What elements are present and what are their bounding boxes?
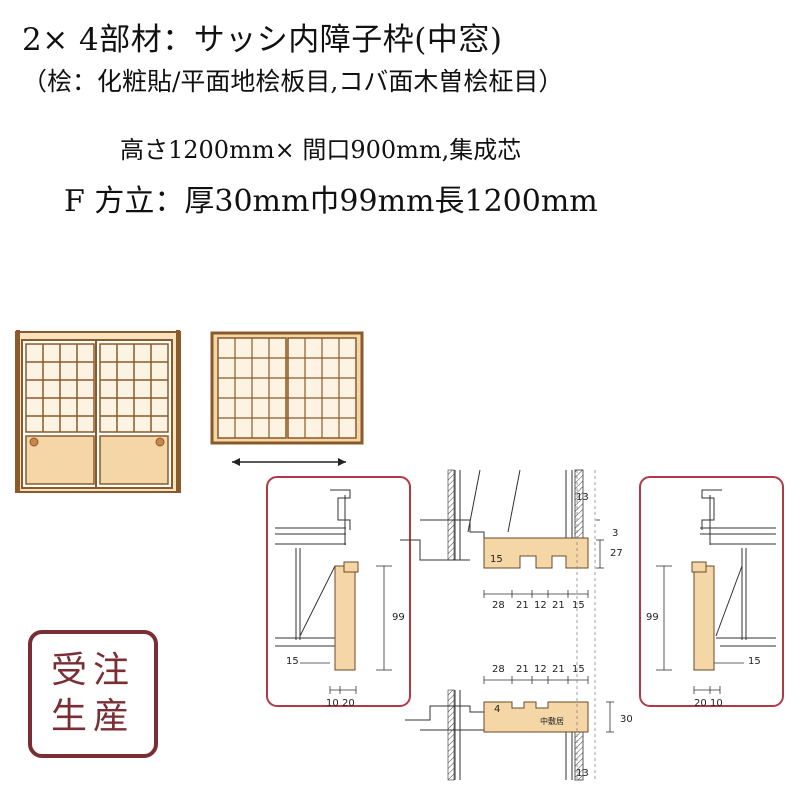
bottom-left-dim: 4 [494, 704, 500, 715]
page-title: 2× 4部材：サッシ内障子枠(中窓) [22, 22, 503, 58]
material-subtitle: （桧：化粧貼/平面地桧板目,コバ面木曽桧柾目） [22, 67, 564, 96]
left-bottom-dim-b: 20 [342, 698, 355, 709]
bottom-dim-4: 21 [552, 664, 565, 675]
right-detail-box: 99 15 20 10 [639, 476, 784, 709]
shoji-window-illustration [15, 330, 181, 493]
size-spec: 高さ1200mm× 間口900mm,集成芯 [120, 136, 522, 164]
top-dim-2: 21 [516, 600, 529, 611]
left-bottom-dim-a: 10 [326, 698, 339, 709]
sliding-window-illustration [210, 331, 364, 466]
top-left-dim: 15 [490, 554, 503, 565]
right-bottom-dim-a: 20 [694, 698, 707, 709]
left-height-dim: 99 [392, 612, 405, 623]
top-dim-3: 12 [534, 600, 547, 611]
bottom-right-dim-a: 30 [620, 714, 633, 725]
top-dim-1: 28 [492, 600, 505, 611]
bottom-dim-2: 21 [516, 664, 529, 675]
part-spec: F 方立：厚30mm巾99mm長1200mm [64, 184, 598, 219]
top-dim-4: 21 [552, 600, 565, 611]
top-right-dim-c: 27 [610, 548, 623, 559]
top-right-dim-a: 13 [576, 492, 589, 503]
bottom-dim-1: 28 [492, 664, 505, 675]
right-side-dim: 15 [748, 656, 761, 667]
left-detail-box: 99 15 10 20 [266, 476, 411, 709]
bottom-dim-5: 15 [572, 664, 585, 675]
right-bottom-dim-b: 10 [710, 698, 723, 709]
made-to-order-badge: 受注 生産 [28, 630, 158, 758]
middle-sill-label: 中敷居 [540, 716, 564, 726]
top-right-dim-b: 3 [612, 528, 618, 539]
badge-line-1: 受注 [50, 650, 135, 691]
bottom-right-dim-b: 13 [576, 768, 589, 779]
top-dim-5: 15 [572, 600, 585, 611]
left-side-dim: 15 [286, 656, 299, 667]
center-cross-section: 13 3 27 15 28 21 12 21 15 28 21 12 21 15… [400, 469, 633, 781]
bottom-dim-3: 12 [534, 664, 547, 675]
right-height-dim: 99 [646, 612, 659, 623]
badge-line-2: 生産 [50, 696, 135, 737]
